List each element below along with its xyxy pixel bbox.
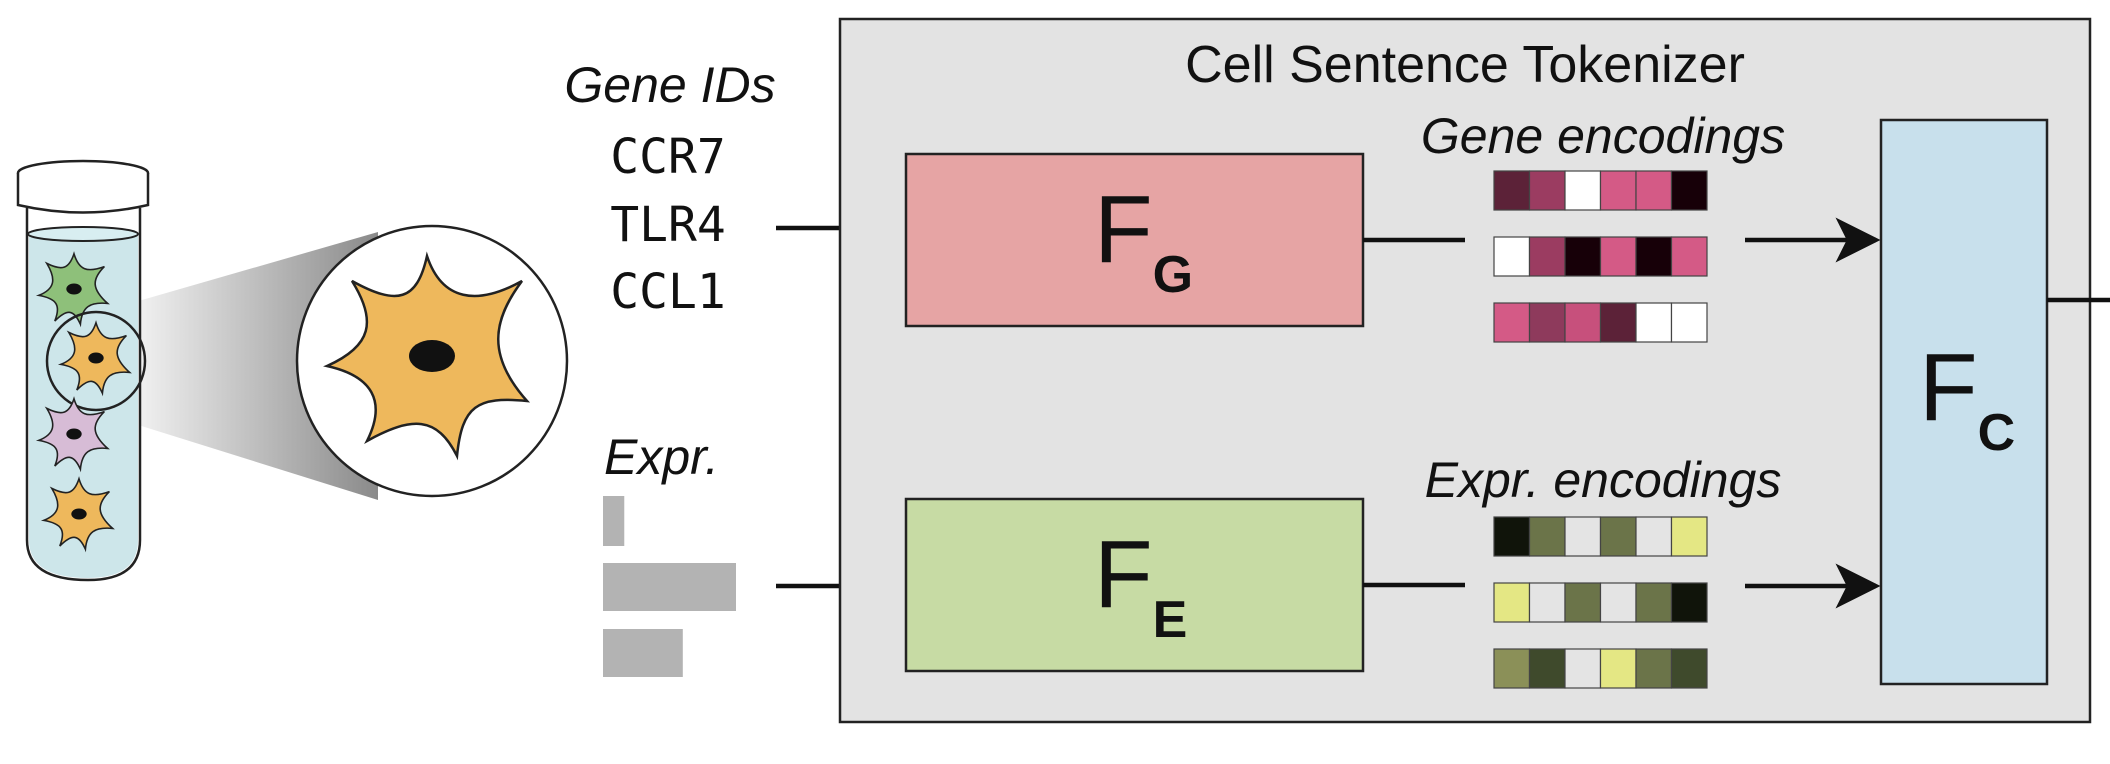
gene-encoding-cell-r0-c0 bbox=[1493, 170, 1531, 211]
combiner-symbol: F bbox=[1919, 334, 1978, 441]
expr-encoding-cell-r1-c3 bbox=[1599, 582, 1637, 623]
expr-encoding-cell-r2-c3 bbox=[1599, 648, 1637, 689]
gene-ids-label: Gene IDs bbox=[564, 57, 775, 113]
expr-encoding-cell-r1-c2 bbox=[1564, 582, 1602, 623]
tube-highlight-circle bbox=[45, 310, 147, 412]
gene-encoding-cell-r1-c1 bbox=[1528, 236, 1566, 277]
expr-encoding-cell-r2-c4 bbox=[1635, 648, 1673, 689]
expr-encoding-cell-r1-c1 bbox=[1528, 582, 1566, 623]
gene-encoding-cell-r1-c4 bbox=[1635, 236, 1673, 277]
gene-encodings-label: Gene encodings bbox=[1421, 108, 1785, 164]
gene-ids-input: Gene IDs CCR7 TLR4 CCL1 bbox=[564, 57, 775, 320]
gene-encoding-cell-r0-c1 bbox=[1528, 170, 1566, 211]
expr-encoding-cell-r0-c4 bbox=[1635, 516, 1673, 557]
expr-encoding-cell-r1-c5 bbox=[1670, 582, 1708, 623]
gene-encoding-cell-r0-c2 bbox=[1564, 170, 1602, 211]
expr-encoding-cell-r2-c2 bbox=[1564, 648, 1602, 689]
combiner-subscript: C bbox=[1978, 404, 2016, 462]
gene-encoding-cell-r0-c3 bbox=[1599, 170, 1637, 211]
expr-bar-2 bbox=[603, 563, 736, 611]
expr-encoder-subscript: E bbox=[1153, 591, 1188, 649]
expr-encoding-cell-r0-c2 bbox=[1564, 516, 1602, 557]
gene-encoding-cell-r1-c2 bbox=[1564, 236, 1602, 277]
svg-text:FE: FE bbox=[1094, 521, 1187, 649]
combiner-box: FC bbox=[1879, 118, 2049, 686]
magnified-cell bbox=[323, 251, 531, 461]
liquid-surface bbox=[27, 226, 139, 242]
gene-encoding-cell-r0-c4 bbox=[1635, 170, 1673, 211]
gene-id-ccr7: CCR7 bbox=[610, 129, 726, 185]
gene-encoder-subscript: G bbox=[1153, 246, 1193, 304]
expr-label: Expr. bbox=[604, 429, 719, 485]
gene-encoder-box: FG bbox=[904, 152, 1365, 328]
test-tube-illustration bbox=[16, 159, 569, 582]
expr-encoding-cell-r2-c0 bbox=[1493, 648, 1531, 689]
tube-cell-orange bbox=[57, 320, 132, 397]
expr-encoding-cell-r0-c5 bbox=[1670, 516, 1708, 557]
expr-bar-3 bbox=[603, 629, 683, 677]
gene-id-tlr4: TLR4 bbox=[610, 197, 726, 253]
expression-input: Expr. bbox=[603, 429, 736, 677]
expr-encoding-cell-r2-c5 bbox=[1670, 648, 1708, 689]
expr-bar-1 bbox=[603, 496, 625, 546]
expr-encoding-cell-r0-c3 bbox=[1599, 516, 1637, 557]
expr-encoding-cell-r1-c4 bbox=[1635, 582, 1673, 623]
gene-encodings-grid bbox=[1493, 170, 1708, 343]
svg-text:FC: FC bbox=[1919, 334, 2015, 462]
expr-encoding-cell-r0-c0 bbox=[1493, 516, 1531, 557]
expr-encoding-cell-r1-c0 bbox=[1493, 582, 1531, 623]
tube-cell-orange-2 bbox=[40, 476, 115, 553]
gene-encoding-cell-r2-c3 bbox=[1599, 302, 1637, 343]
gene-encoding-cell-r1-c3 bbox=[1599, 236, 1637, 277]
expr-encodings-label: Expr. encodings bbox=[1425, 452, 1782, 508]
tokenizer-panel: Cell Sentence Tokenizer FG FE Gene encod… bbox=[838, 17, 2110, 724]
svg-text:FG: FG bbox=[1094, 176, 1193, 304]
tube-cell-lilac bbox=[35, 396, 110, 473]
gene-encoding-cell-r2-c4 bbox=[1635, 302, 1673, 343]
expr-bar-group bbox=[603, 496, 736, 677]
gene-encoding-cell-r2-c2 bbox=[1564, 302, 1602, 343]
tube-cell-green bbox=[35, 251, 110, 328]
gene-encoding-cell-r2-c5 bbox=[1670, 302, 1708, 343]
gene-encoder-symbol: F bbox=[1094, 176, 1153, 283]
gene-encoding-cell-r2-c0 bbox=[1493, 302, 1531, 343]
expr-encoding-cell-r2-c1 bbox=[1528, 648, 1566, 689]
expr-encodings-grid bbox=[1493, 516, 1708, 689]
expr-encoding-cell-r0-c1 bbox=[1528, 516, 1566, 557]
tube-cap-side bbox=[16, 173, 150, 214]
gene-id-ccl1: CCL1 bbox=[610, 264, 726, 320]
gene-encoding-cell-r1-c0 bbox=[1493, 236, 1531, 277]
expr-encoder-symbol: F bbox=[1094, 521, 1153, 628]
tokenizer-title: Cell Sentence Tokenizer bbox=[1185, 36, 1745, 94]
gene-encoding-cell-r2-c1 bbox=[1528, 302, 1566, 343]
gene-encoding-cell-r0-c5 bbox=[1670, 170, 1708, 211]
gene-encoding-cell-r1-c5 bbox=[1670, 236, 1708, 277]
expr-encoder-box: FE bbox=[904, 497, 1365, 673]
